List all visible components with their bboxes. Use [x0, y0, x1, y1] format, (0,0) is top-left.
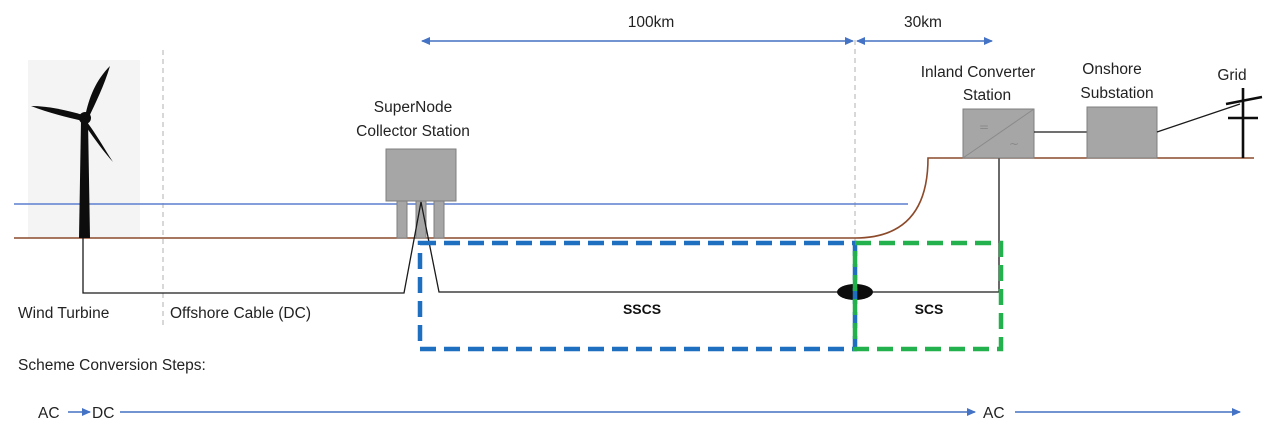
supernode-collector-station-icon — [385, 148, 457, 239]
onshore-substation-label-line1: Onshore — [1082, 61, 1141, 78]
scs-label: SCS — [915, 301, 944, 317]
distance-label-100km: 100km — [628, 14, 675, 31]
offshore-cable-label: Offshore Cable (DC) — [170, 305, 311, 322]
svg-text:~: ~ — [1009, 137, 1019, 151]
onshore-substation-icon — [1086, 106, 1158, 159]
onshore-cable-line — [866, 158, 1000, 293]
seabed-and-land-line — [14, 157, 1254, 239]
conversion-step-ac-end: AC — [983, 405, 1005, 422]
grid-pylon-icon — [1225, 88, 1263, 158]
subsea-cable-line — [82, 201, 840, 294]
inland-converter-icon: = ~ — [962, 108, 1035, 159]
inland-converter-label-line2: Station — [963, 87, 1011, 104]
wind-turbine-icon — [31, 66, 113, 238]
conversion-steps-title: Scheme Conversion Steps: — [18, 357, 206, 374]
supernode-label-line2: Collector Station — [356, 123, 470, 140]
wind-turbine-label: Wind Turbine — [18, 305, 109, 322]
svg-text:=: = — [979, 120, 989, 134]
sscs-region-box — [417, 240, 858, 352]
distance-label-30km: 30km — [904, 14, 942, 31]
conversion-step-ac-start: AC — [38, 405, 60, 422]
grid-label: Grid — [1217, 67, 1246, 84]
supernode-label-line1: SuperNode — [374, 99, 452, 116]
substation-to-grid-line — [1156, 103, 1241, 133]
onshore-substation-label-line2: Substation — [1080, 85, 1153, 102]
conversion-step-dc: DC — [92, 405, 114, 422]
inland-converter-label-line1: Inland Converter — [921, 64, 1036, 81]
sscs-label: SSCS — [623, 301, 661, 317]
scs-region-box — [852, 240, 1004, 352]
